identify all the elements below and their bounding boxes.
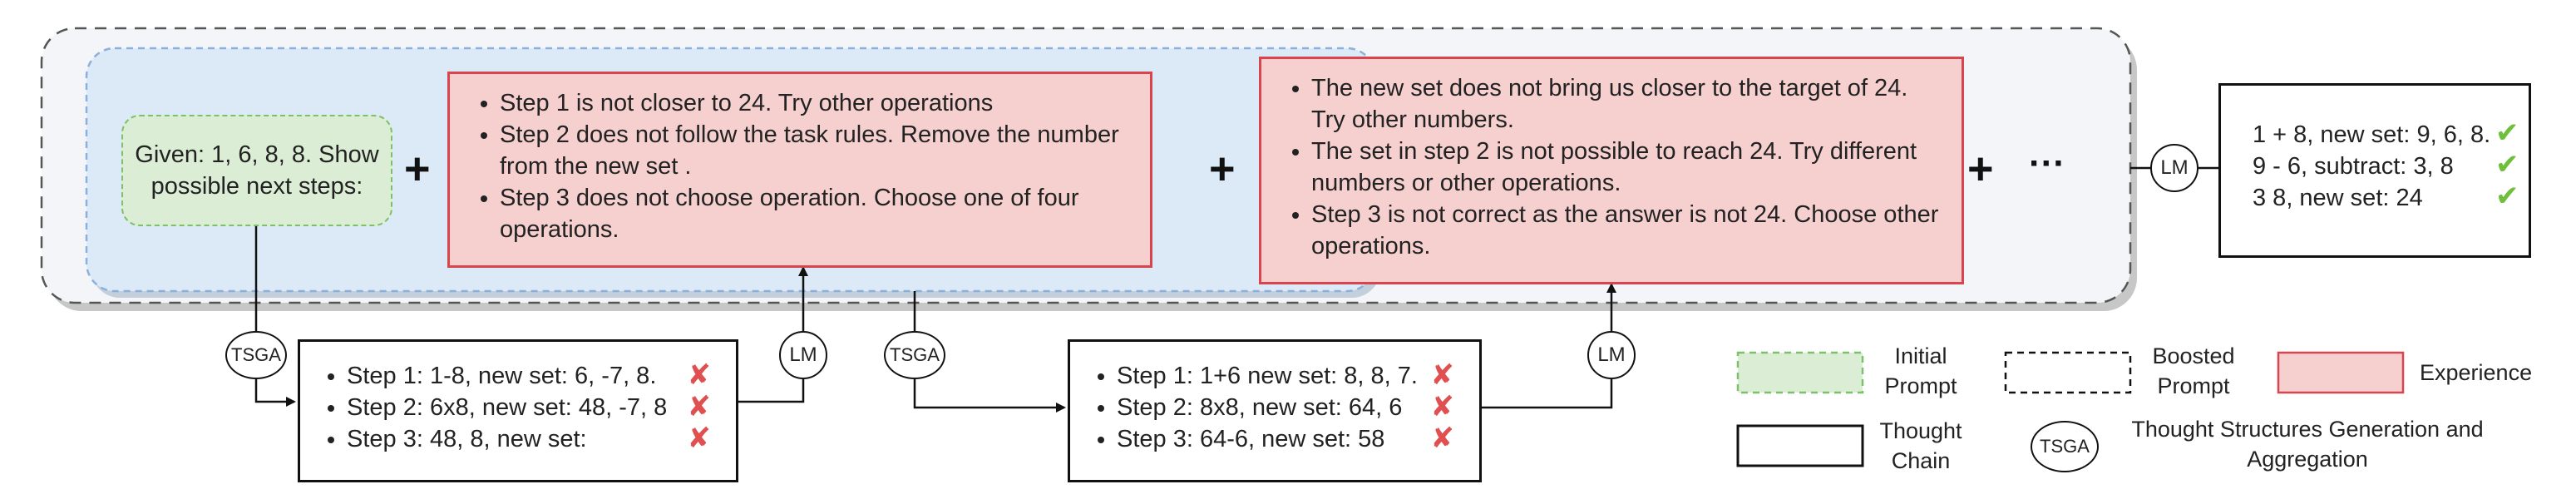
- thought-chain-box-1: Step 1: 1-8, new set: 6, -7, 8. ✘ Step 2…: [298, 339, 738, 482]
- result-text: 9 - 6, subtract: 3, 8: [2253, 153, 2454, 180]
- result-text: 1 + 8, new set: 9, 6, 8.: [2253, 121, 2491, 148]
- cross-icon: ✘: [1430, 422, 1455, 454]
- legend-chain-label: Thought Chain: [1879, 418, 1962, 473]
- lm-node-2: LM: [1587, 331, 1636, 379]
- legend-boosted-label: Boosted Prompt: [2152, 343, 2235, 398]
- tsga1-to-chain1-arrow: [254, 379, 296, 407]
- legend-tsga-description: Thought Structures Generation and Aggreg…: [2131, 417, 2484, 472]
- plus-operator-3: +: [1967, 144, 1994, 194]
- chain-2-step-text: Step 3: 64-6, new set: 58: [1117, 426, 1385, 452]
- experience-1-list: Step 1 is not closer to 24. Try other op…: [466, 87, 1133, 245]
- cross-icon: ✘: [687, 391, 712, 422]
- experience-box-2: The new set does not bring us closer to …: [1259, 57, 1964, 284]
- initial-prompt: Given: 1, 6, 8, 8. Show possible next st…: [121, 115, 392, 226]
- initial-prompt-text: Given: 1, 6, 8, 8. Show possible next st…: [135, 141, 379, 200]
- chain-1-step-text: Step 1: 1-8, new set: 6, -7, 8.: [347, 363, 657, 389]
- chain-1-item: Step 1: 1-8, new set: 6, -7, 8. ✘: [347, 359, 736, 392]
- legend-chain-swatch: [1736, 424, 1864, 467]
- experience-1-item: Step 1 is not closer to 24. Try other op…: [500, 87, 1133, 119]
- legend-boosted-swatch: [2004, 351, 2132, 394]
- result-text: 3 8, new set: 24: [2253, 185, 2423, 211]
- ellipsis-operator: ···: [2029, 143, 2065, 184]
- legend-tsga-symbol: TSGA: [2031, 421, 2099, 472]
- chain1-to-lm-line: [738, 379, 805, 403]
- check-icon: ✔: [2495, 180, 2519, 212]
- tsga-node-2-label: TSGA: [890, 344, 940, 365]
- chain-1-item: Step 2: 6x8, new set: 48, -7, 8 ✘: [347, 391, 736, 423]
- legend-initial-label: Initial Prompt: [1884, 343, 1957, 398]
- lm-node-3-label: LM: [2160, 156, 2189, 179]
- result-line: 1 + 8, new set: 9, 6, 8. ✔: [2253, 117, 2529, 151]
- experience-2-item: The new set does not bring us closer to …: [1311, 72, 1945, 136]
- plus-operator-1: +: [404, 144, 431, 194]
- experience-2-item: Step 3 is not correct as the answer is n…: [1311, 199, 1945, 262]
- tsga2-to-chain2-arrow: [913, 379, 1066, 413]
- tsga-node-1-label: TSGA: [231, 344, 281, 365]
- lm-node-1-label: LM: [789, 343, 817, 366]
- chain-2-item: Step 3: 64-6, new set: 58 ✘: [1117, 422, 1479, 455]
- chain-2-item: Step 1: 1+6 new set: 8, 8, 7. ✘: [1117, 359, 1479, 392]
- lm-node-3: LM: [2150, 144, 2198, 192]
- legend-tsga-symbol-label: TSGA: [2040, 436, 2090, 457]
- legend-experience-label: Experience: [2420, 360, 2533, 385]
- experience-1-item: Step 2 does not follow the task rules. R…: [500, 119, 1133, 182]
- result-line: 3 8, new set: 24 ✔: [2253, 180, 2529, 214]
- chain-1-step-text: Step 2: 6x8, new set: 48, -7, 8: [347, 394, 668, 421]
- chain-2-item: Step 2: 8x8, new set: 64, 6 ✘: [1117, 391, 1479, 423]
- chain-2-list: Step 1: 1+6 new set: 8, 8, 7. ✘ Step 2: …: [1083, 359, 1479, 455]
- chain-1-list: Step 1: 1-8, new set: 6, -7, 8. ✘ Step 2…: [313, 359, 736, 455]
- cross-icon: ✘: [687, 359, 712, 391]
- experience-1-item: Step 3 does not choose operation. Choose…: [500, 182, 1133, 245]
- tsga-node-2: TSGA: [884, 331, 945, 379]
- cross-icon: ✘: [1430, 391, 1455, 422]
- chain-2-step-text: Step 2: 8x8, new set: 64, 6: [1117, 394, 1403, 421]
- check-icon: ✔: [2495, 117, 2519, 149]
- plus-operator-2: +: [1209, 144, 1236, 194]
- experience-2-list: The new set does not bring us closer to …: [1278, 72, 1945, 262]
- chain-1-step-text: Step 3: 48, 8, new set:: [347, 426, 587, 452]
- legend-experience-swatch: [2277, 351, 2405, 394]
- lm-node-1: LM: [779, 331, 827, 379]
- experience-box-1: Step 1 is not closer to 24. Try other op…: [447, 72, 1152, 268]
- cross-icon: ✘: [687, 422, 712, 454]
- experience-2-item: The set in step 2 is not possible to rea…: [1311, 136, 1945, 199]
- lm-node-2-label: LM: [1597, 343, 1626, 366]
- legend-initial-swatch: [1736, 351, 1864, 394]
- chain2-to-lm-line: [1482, 379, 1613, 409]
- result-box: 1 + 8, new set: 9, 6, 8. ✔ 9 - 6, subtra…: [2218, 83, 2531, 258]
- thought-chain-box-2: Step 1: 1+6 new set: 8, 8, 7. ✘ Step 2: …: [1068, 339, 1482, 482]
- result-line: 9 - 6, subtract: 3, 8 ✔: [2253, 149, 2529, 182]
- chain-1-item: Step 3: 48, 8, new set: ✘: [347, 422, 736, 455]
- chain-2-step-text: Step 1: 1+6 new set: 8, 8, 7.: [1117, 363, 1418, 389]
- check-icon: ✔: [2495, 149, 2519, 180]
- cross-icon: ✘: [1430, 359, 1455, 391]
- tsga-node-1: TSGA: [225, 331, 287, 379]
